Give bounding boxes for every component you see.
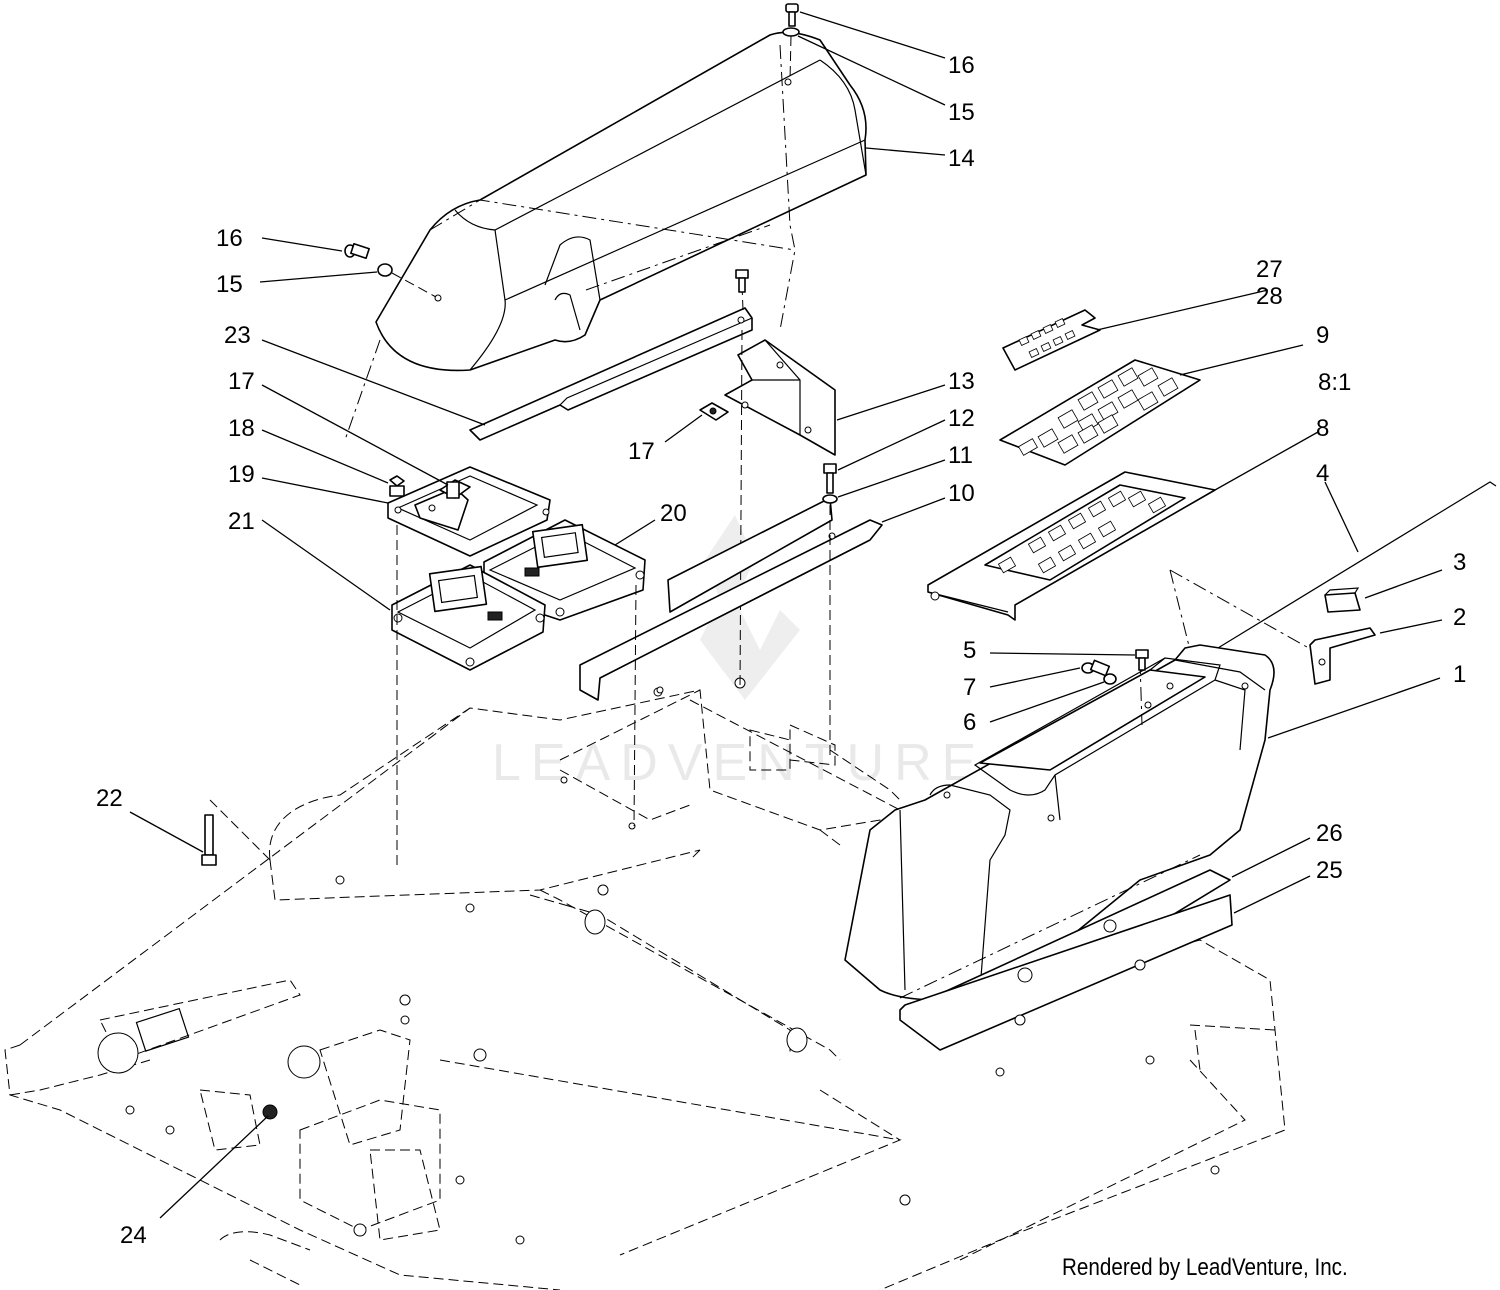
callout-17-mid: 17 (628, 438, 655, 465)
controller-mount-plate (387, 466, 551, 557)
latch-bracket (1309, 627, 1376, 685)
frame-bolt (201, 799, 271, 866)
console-lid (927, 471, 1216, 621)
armrest-cover (344, 31, 867, 441)
small-decal (1002, 309, 1101, 371)
callout-20: 20 (660, 500, 687, 527)
callout-25: 25 (1316, 857, 1343, 884)
callout-24: 24 (120, 1222, 147, 1249)
lid-support-rod (1169, 481, 1497, 663)
cover-top-fasteners (782, 3, 800, 81)
callout-18: 18 (228, 415, 255, 442)
callout-labels: 16 15 14 16 15 23 17 18 19 21 20 17 13 1… (96, 52, 1466, 1249)
callout-16-left: 16 (216, 225, 243, 252)
leader-lines (129, 11, 1443, 1219)
lid-decal-symbols (997, 490, 1167, 574)
callout-3: 3 (1453, 549, 1466, 576)
controller-module-front (391, 525, 546, 870)
callout-1: 1 (1453, 661, 1466, 688)
support-channel (579, 463, 883, 760)
decal-symbols (1018, 367, 1179, 456)
callout-27: 27 (1256, 256, 1283, 283)
clip-nut-mid (699, 402, 729, 421)
callout-16-top: 16 (948, 52, 975, 79)
cover-side-fasteners (344, 242, 437, 298)
callout-7: 7 (963, 674, 976, 701)
callout-23: 23 (224, 322, 251, 349)
console-gasket (899, 869, 1233, 1051)
mount-bracket (724, 329, 836, 691)
callout-10: 10 (948, 480, 975, 507)
render-credit: Rendered by LeadVenture, Inc. (1062, 1254, 1348, 1281)
gear-decal-icon (97, 1032, 139, 1074)
support-strip (469, 269, 753, 441)
callout-9: 9 (1316, 322, 1329, 349)
callout-19: 19 (228, 461, 255, 488)
callout-2: 2 (1453, 604, 1466, 631)
callout-5: 5 (963, 637, 976, 664)
callout-8-1: 8:1 (1318, 369, 1351, 396)
callout-15-left: 15 (216, 271, 243, 298)
callout-13: 13 (948, 368, 975, 395)
control-decal (999, 359, 1201, 466)
callout-4: 4 (1316, 460, 1329, 487)
callout-6: 6 (963, 709, 976, 736)
callout-22: 22 (96, 785, 123, 812)
console-fasteners (1081, 649, 1149, 685)
callout-28: 28 (1256, 283, 1283, 310)
callout-17-left: 17 (228, 368, 255, 395)
callout-15-top: 15 (948, 99, 975, 126)
rubber-bumper (1324, 587, 1361, 613)
callout-21: 21 (228, 508, 255, 535)
callout-26: 26 (1316, 820, 1343, 847)
console-body (844, 644, 1275, 1001)
callout-14: 14 (948, 145, 975, 172)
callout-8: 8 (1316, 415, 1329, 442)
callout-11: 11 (948, 442, 973, 469)
callout-12: 12 (948, 405, 975, 432)
grommet (262, 1104, 278, 1120)
watermark-text: LEADVENTURE (492, 734, 986, 792)
